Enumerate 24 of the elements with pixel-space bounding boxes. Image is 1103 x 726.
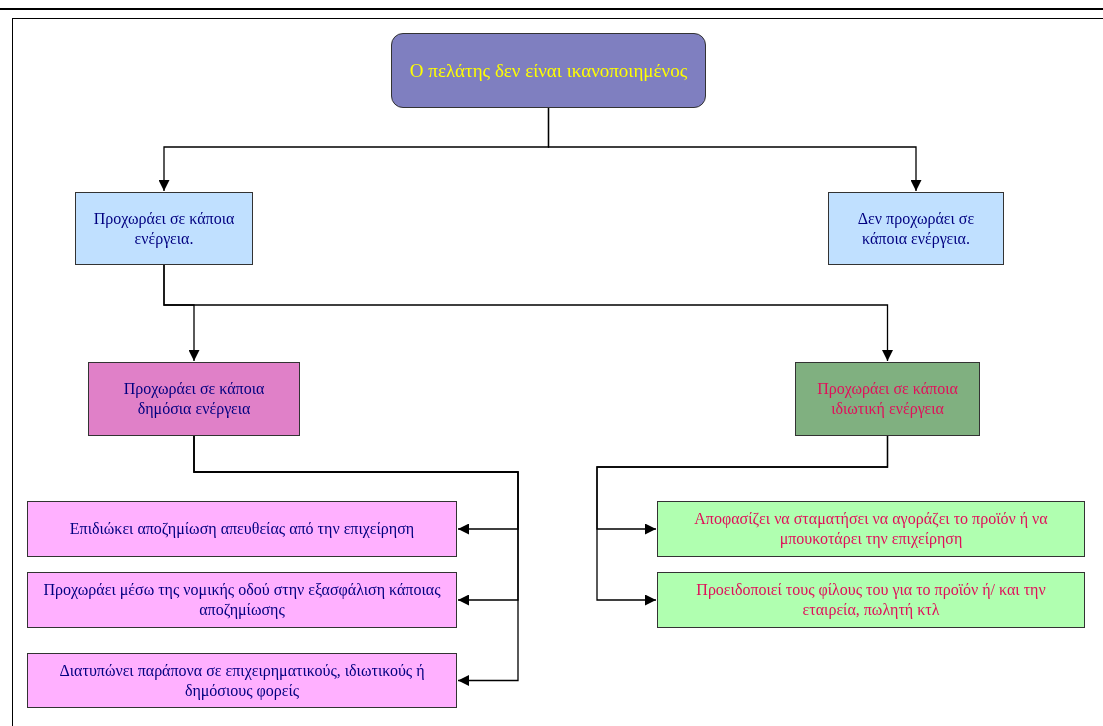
outcome-box xyxy=(657,501,1085,557)
connector-arrow xyxy=(163,264,893,362)
connector-arrow xyxy=(547,107,922,192)
connector-arrow xyxy=(193,435,519,686)
root-box xyxy=(391,33,706,108)
box-text: Ο πελάτης δεν είναι ικανοποιημένος xyxy=(409,58,688,83)
box-text: Προειδοποιεί τους φίλους του για το προϊόν ή/ και την εταιρεία, πωλητή κτλ xyxy=(695,580,1047,620)
outcome-box xyxy=(27,572,457,628)
process-box xyxy=(75,192,253,265)
box-text: Προχωράει σε κάποια δημόσια ενέργεια xyxy=(122,379,266,419)
outcome-box xyxy=(27,501,457,557)
box-text: Προχωράει σε κάποια ενέργεια. xyxy=(92,208,236,249)
process-box xyxy=(88,362,300,436)
box-text: Επιδιώκει αποζημίωση απευθείας από την επιχείρηση xyxy=(69,519,415,539)
process-box xyxy=(828,192,1004,265)
box-text: Αποφασίζει να σταματήσει να αγοράζει το προϊόν ή να μπουκοτάρει την επιχείρηση xyxy=(693,509,1049,549)
box-text: Προχωράει σε κάποια ιδιωτική ενέργεια xyxy=(816,379,959,419)
box-text: Δεν προχωράει σε κάποια ενέργεια. xyxy=(856,208,976,249)
connector-arrow xyxy=(596,435,889,606)
outcome-box xyxy=(27,653,457,708)
box-text: Διατυπώνει παράπονα σε επιχειρηματικούς, ιδιωτικούς ή δημόσιους φορείς xyxy=(58,660,426,701)
outcome-box xyxy=(657,572,1085,628)
process-box xyxy=(795,362,980,436)
box-text: Προχωράει μέσω της νομικής οδού στην εξασφάλιση κάποιας αποζημίωσης xyxy=(42,580,442,620)
